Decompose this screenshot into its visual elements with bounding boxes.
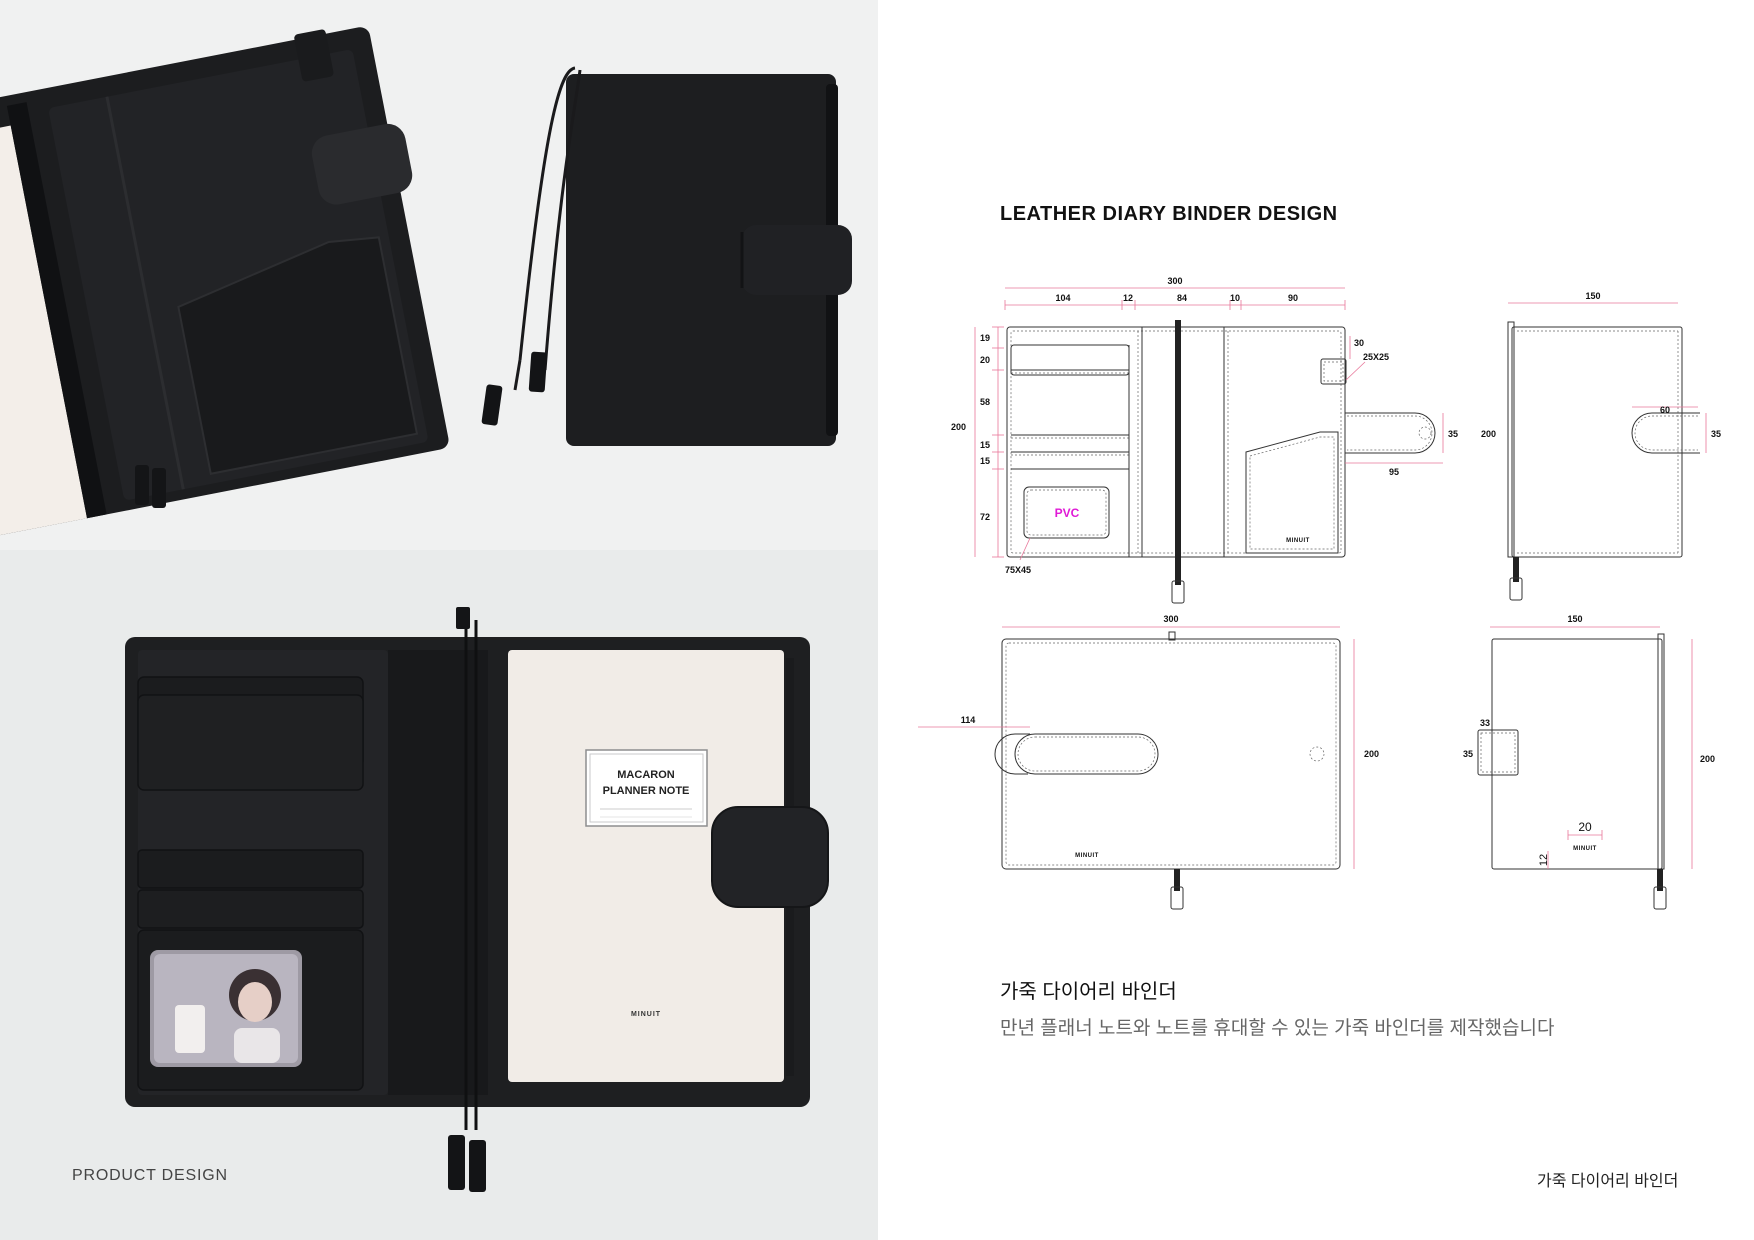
dim-clasp-loop: 30: [1354, 338, 1364, 348]
dim-clasp-height: 35: [1448, 429, 1458, 439]
dim-side-loop-height: 35: [1463, 749, 1473, 759]
note-label-line1: MACARON: [617, 769, 674, 781]
dim-inner-h1: 19: [980, 333, 990, 343]
outer-view: 300 200 MINUIT 114: [918, 614, 1379, 910]
dim-side-loop-width: 33: [1480, 718, 1490, 728]
outer-brand: MINUIT: [1075, 853, 1099, 859]
dim-inner-height: 200: [951, 422, 966, 432]
dim-clasp-length: 95: [1389, 467, 1399, 477]
dim-inner-w3: 84: [1177, 293, 1187, 303]
dim-outer-strap-length: 114: [961, 715, 976, 725]
open-binder-rotated: [0, 27, 449, 540]
dim-side-top-width: 150: [1585, 291, 1600, 301]
pvc-label: PVC: [1055, 506, 1080, 520]
dim-side-logo-offset: 12: [1538, 854, 1550, 866]
dim-inner-w4: 10: [1230, 293, 1240, 303]
dim-side-top-height: 200: [1481, 429, 1496, 439]
closed-binder: [481, 66, 852, 446]
note-label-line2: PLANNER NOTE: [603, 785, 690, 797]
dim-side-strap-width: 60: [1660, 405, 1670, 415]
page-heading: LEATHER DIARY BINDER DESIGN: [1000, 203, 1338, 225]
dim-pvc-size: 75X45: [1005, 565, 1031, 575]
footer-category: PRODUCT DESIGN: [72, 1167, 228, 1184]
technical-drawing: .ln{fill:none;stroke:#333;stroke-width:1…: [918, 276, 1721, 910]
dim-side-bottom-width: 150: [1567, 614, 1582, 624]
dim-inner-h4: 15: [980, 440, 990, 450]
dim-inner-h2: 20: [980, 355, 990, 365]
dim-inner-w2: 12: [1123, 293, 1133, 303]
description-text: 만년 플래너 노트와 노트를 휴대할 수 있는 가죽 바인더를 제작했습니다: [1000, 1018, 1555, 1039]
dim-inner-h3: 58: [980, 397, 990, 407]
notebook-brand: MINUIT: [631, 1011, 661, 1018]
footer-title: 가죽 다이어리 바인더: [1537, 1173, 1679, 1190]
dim-side-logo-width: 20: [1578, 820, 1592, 834]
dim-inner-w5: 90: [1288, 293, 1298, 303]
photo-binder-open: MACARON PLANNER NOTE MINUIT: [0, 550, 878, 1240]
photo-binder-top: [0, 0, 878, 550]
side-bottom-brand: MINUIT: [1573, 846, 1597, 852]
dim-side-strap-height: 35: [1711, 429, 1721, 439]
dim-inner-h5: 15: [980, 456, 990, 466]
dim-inner-width: 300: [1167, 276, 1182, 286]
dim-side-bottom-height: 200: [1700, 754, 1715, 764]
side-view-bottom: 150 200 33 35 MINUIT 20 12: [1463, 614, 1715, 910]
dim-inner-w1: 104: [1055, 293, 1070, 303]
dim-clasp-loop-size: 25X25: [1363, 352, 1389, 362]
dim-inner-h6: 72: [980, 512, 990, 522]
side-view-top: 150 200 60 35: [1481, 291, 1721, 601]
inner-brand: MINUIT: [1286, 538, 1310, 544]
inner-view: 300 104 12 84 10 90 200 19 20 58 15 15 7…: [951, 276, 1458, 604]
dim-outer-width: 300: [1163, 614, 1178, 624]
description-title: 가죽 다이어리 바인더: [1000, 981, 1177, 1003]
dim-outer-height: 200: [1364, 749, 1379, 759]
